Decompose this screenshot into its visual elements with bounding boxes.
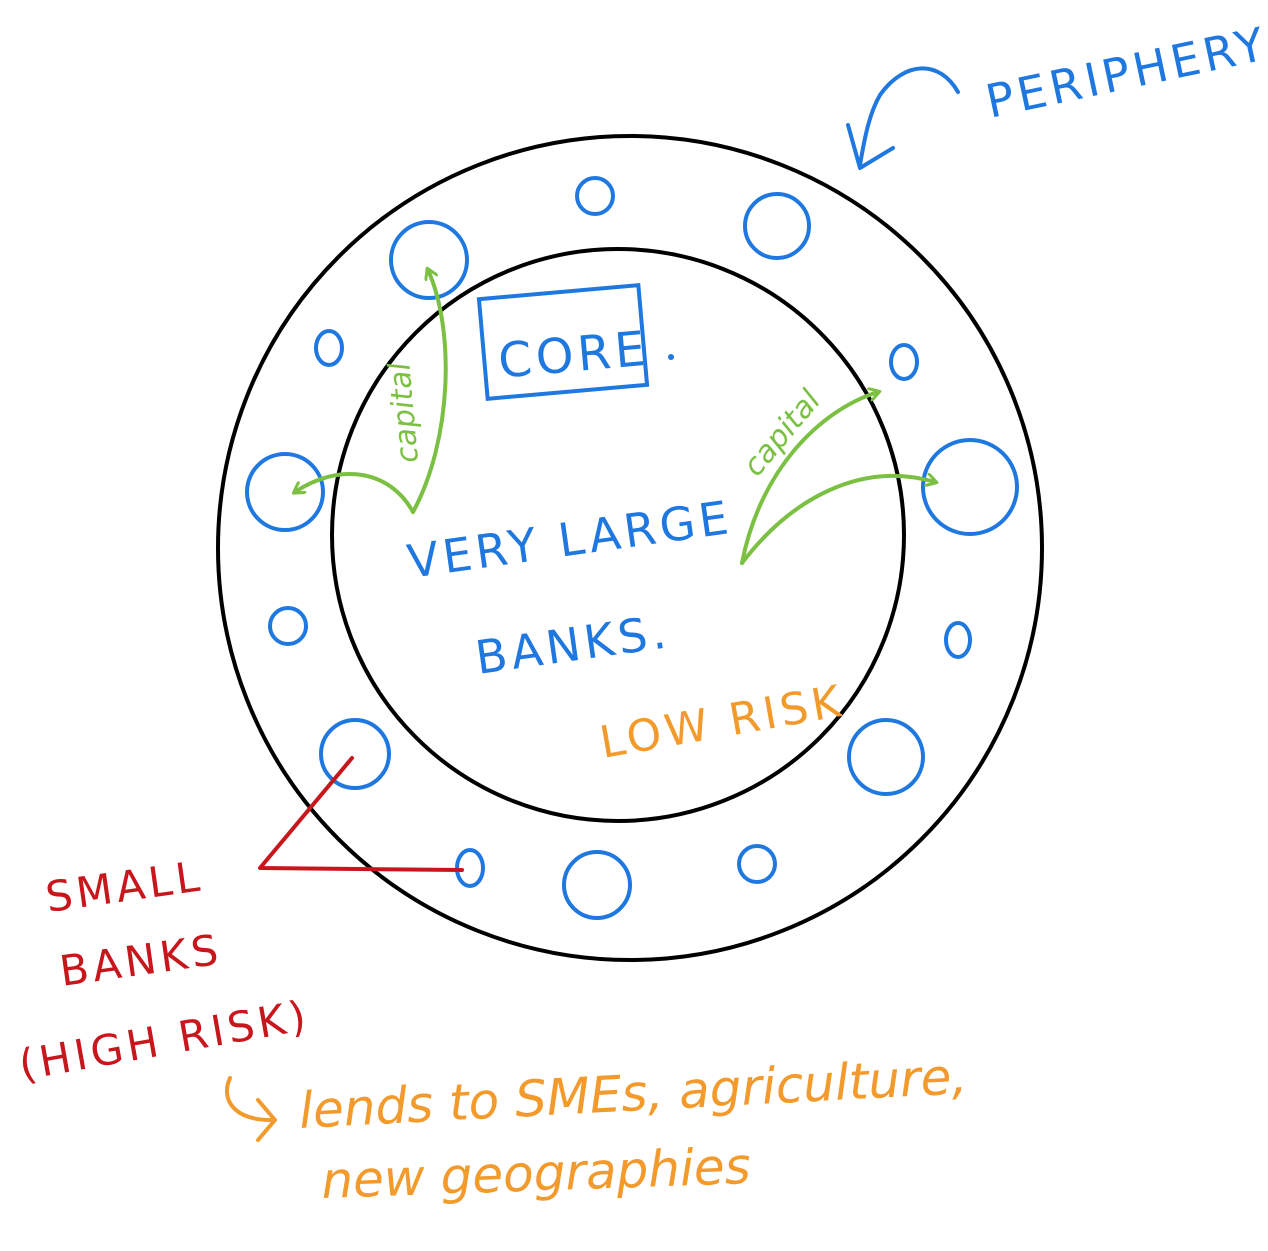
very-large-label: VERY LARGE [404,490,735,589]
periphery-bank [737,844,777,884]
periphery-bank [319,718,391,790]
periphery-bank [847,718,925,796]
small-banks-pointer-line [258,756,464,872]
small-banks-label-line1: SMALL [43,851,207,922]
lends-line2: new geographies [320,1137,751,1210]
small-banks-label-line2: BANKS [57,925,225,996]
periphery-bank [921,438,1019,536]
capital-flow-arrow-right [740,476,935,565]
periphery-bank [389,220,469,300]
periphery-bank [889,343,919,381]
periphery-bank [743,192,811,260]
low-risk-label: LOW RISK [596,676,849,769]
periphery-bank [268,606,308,646]
periphery-bank [575,176,615,216]
periphery-arrowhead [846,123,895,170]
inner-ring [330,247,906,823]
periphery-pointer-arrow [858,66,960,167]
core-label: CORE [496,321,651,390]
periphery-bank [944,621,972,659]
outer-ring [216,134,1044,962]
capital-label-left: capital [382,360,426,464]
small-banks-label-line3: (HIGH RISK) [15,991,313,1090]
capital-flow-arrow-left [295,472,415,514]
periphery-label: PERIPHERY [981,16,1268,128]
lends-line1: lends to SMEs, agriculture, [298,1047,969,1140]
periphery-bank [314,329,344,367]
core-dot [668,354,674,360]
banks-label: BANKS. [472,604,673,685]
capital-flow-arrow-up [411,270,448,514]
core-box [476,283,650,401]
periphery-bank [245,452,325,532]
lends-hook-arrow [224,1076,272,1122]
periphery-bank [562,850,632,920]
lends-hook-arrowhead [256,1098,277,1142]
capital-flow-arrow-upper-right [740,392,878,565]
